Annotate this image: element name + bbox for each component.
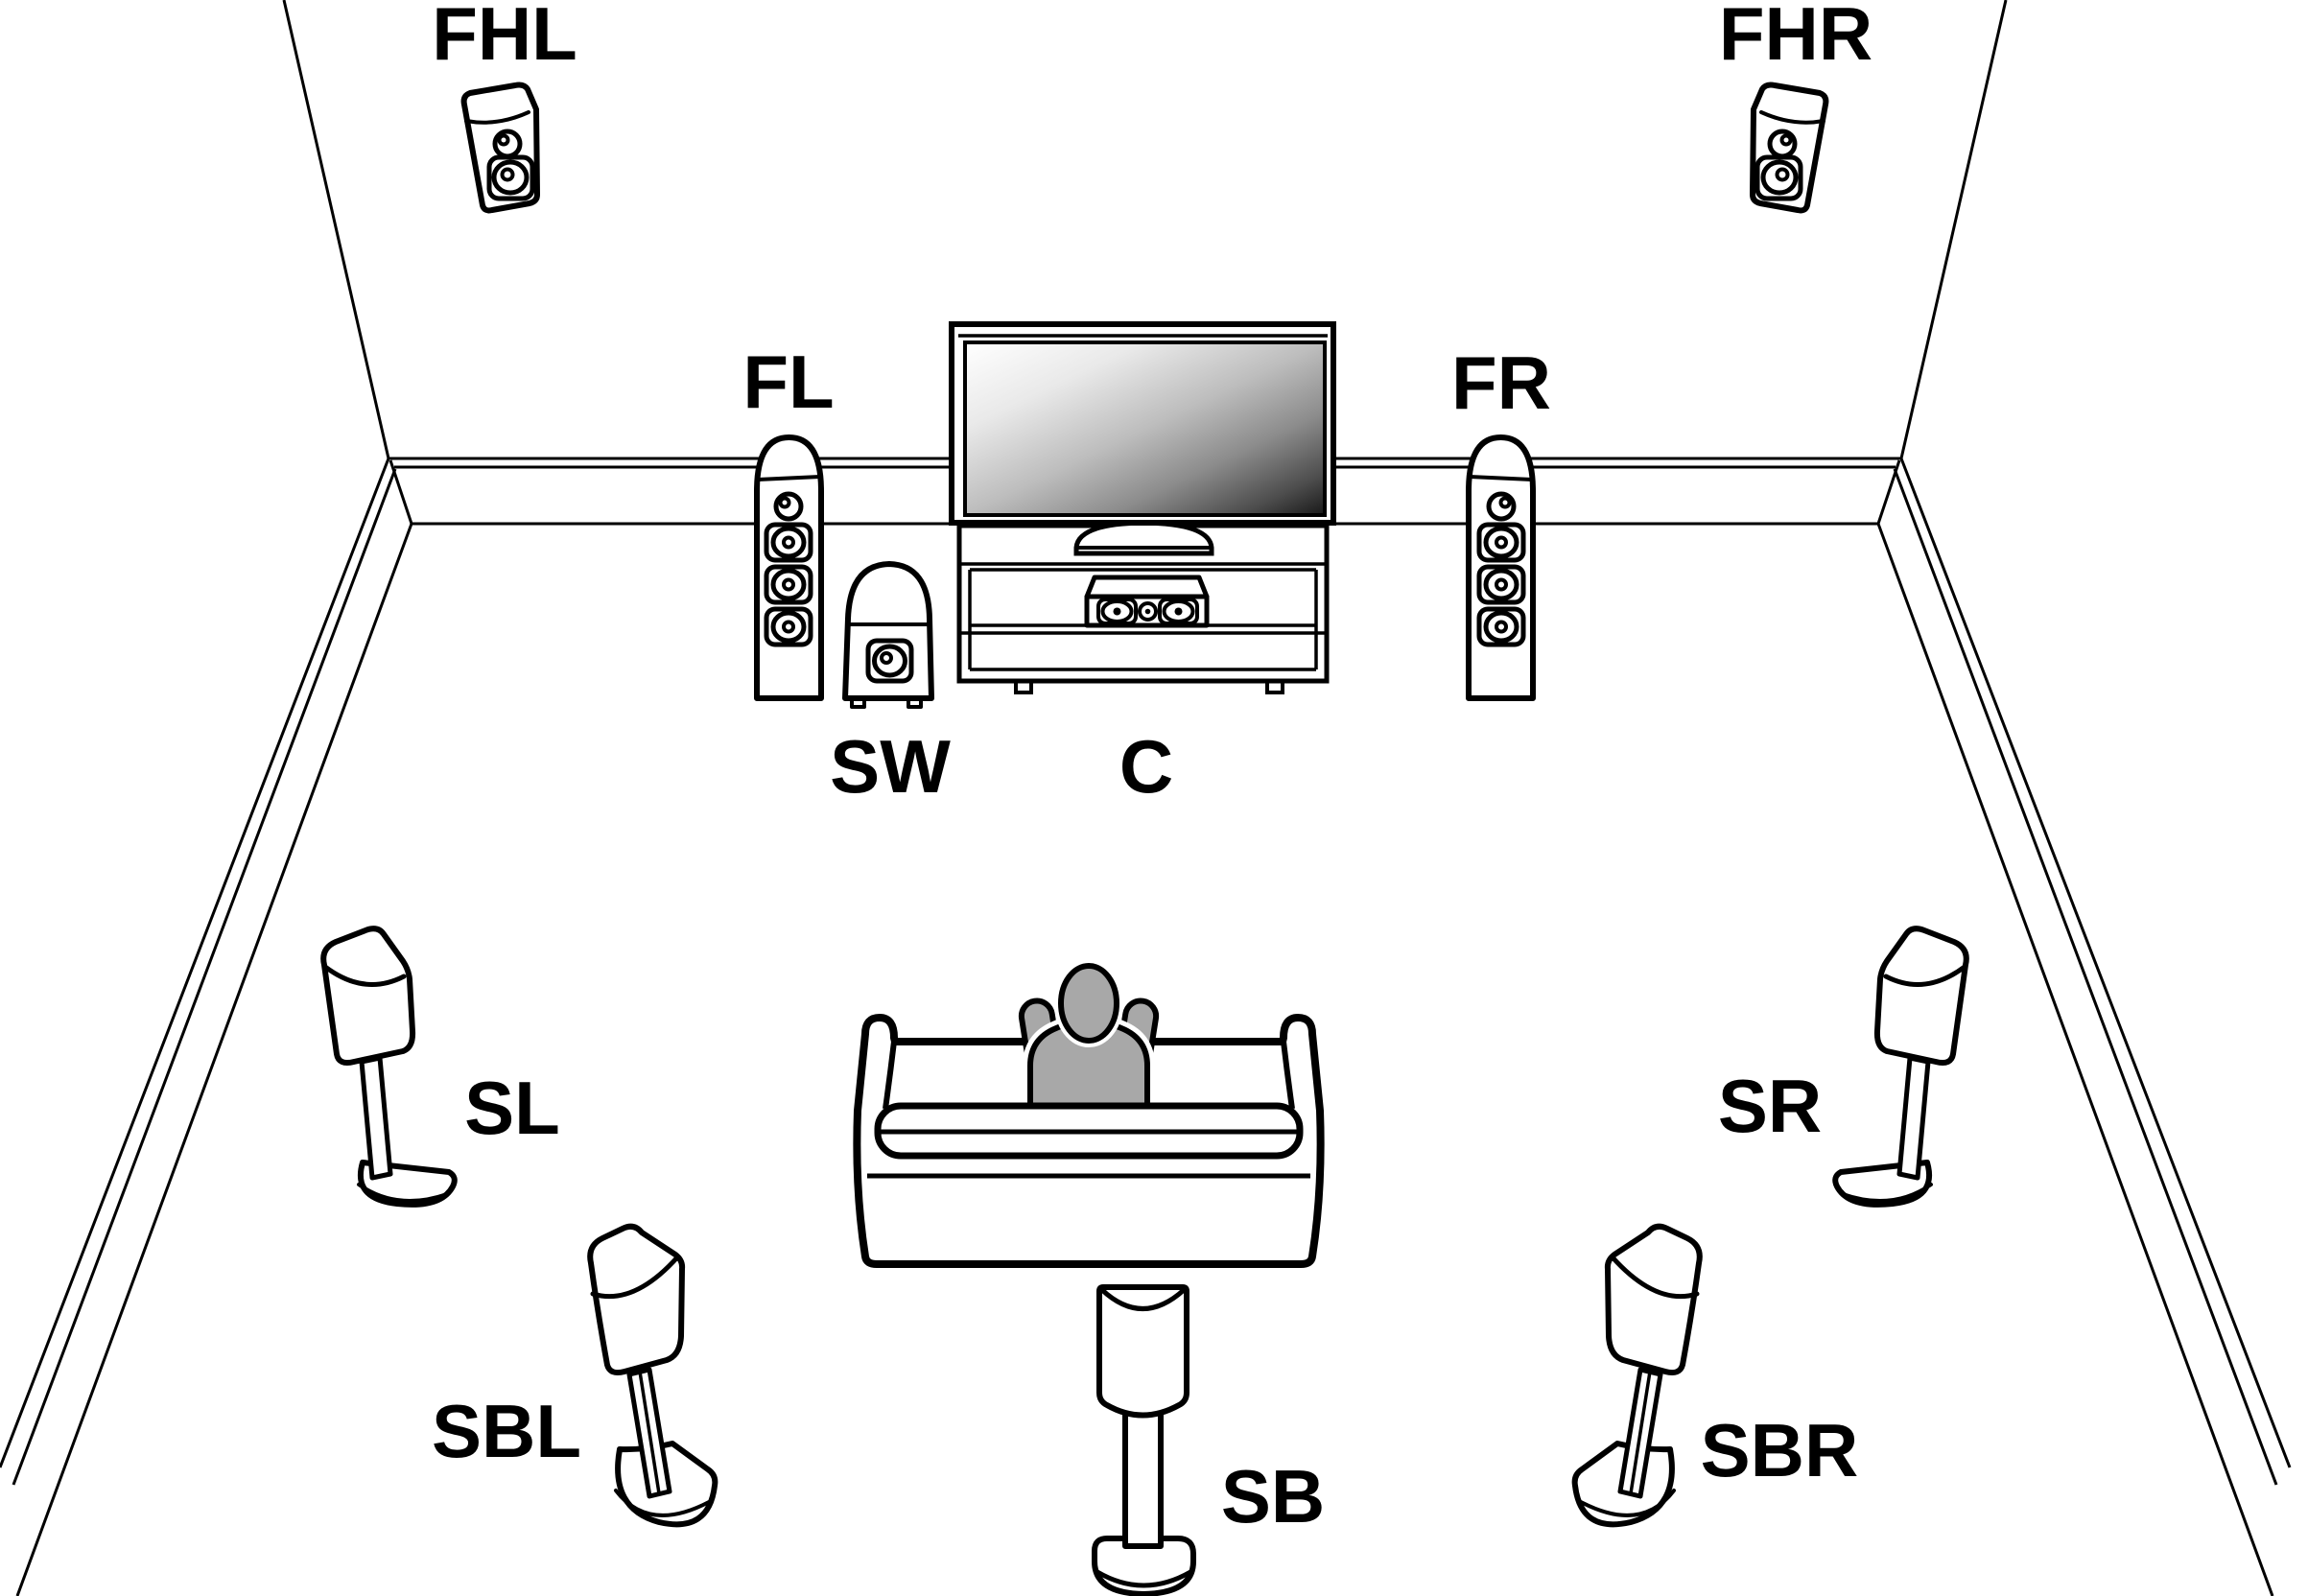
left-wall-baseboard-outer [0, 458, 390, 1468]
satellite-cabinet [587, 1223, 686, 1376]
stand-base-rim [614, 1489, 711, 1517]
label-fr: FR [1451, 340, 1551, 425]
cabinet-top-curve [322, 964, 407, 987]
woofer-hub [782, 620, 795, 634]
center-top-face [1084, 575, 1210, 599]
stand-base-rim [357, 1183, 449, 1204]
woofer-hub [500, 167, 515, 182]
front-left-tower-speaker-icon [754, 434, 824, 701]
surround-left-speaker-icon [320, 926, 458, 1208]
tweeter-dot [778, 496, 791, 509]
person-head [1058, 963, 1119, 1044]
cabinet-top-curve [1099, 1287, 1187, 1311]
front-height-left-speaker-icon [460, 82, 540, 214]
woofer-hub [782, 577, 795, 592]
stand-base-rim [1095, 1569, 1193, 1588]
woofer-hub [880, 651, 893, 665]
stand-pole [1122, 1397, 1164, 1549]
left-wall-corner-line [282, 0, 390, 459]
label-sbr: SBR [1701, 1408, 1859, 1492]
listener-icon [1018, 959, 1160, 1116]
front-right-tower-speaker-icon [1469, 437, 1533, 698]
subwoofer-icon [842, 561, 934, 709]
sofa-icon [853, 959, 1325, 1268]
sofa-right-arm-inner [1281, 1041, 1295, 1110]
cabinet-top-curve [590, 1255, 680, 1300]
label-sbl: SBL [432, 1389, 581, 1473]
left-wall-baseboard-outer2 [12, 468, 397, 1486]
left-wall-baseboard-inner [15, 523, 413, 1596]
label-sw: SW [830, 724, 951, 809]
woofer-hub [782, 535, 795, 550]
satellite-cabinet [1096, 1284, 1189, 1419]
woofer-cone [770, 568, 807, 601]
tweeter-dot [1144, 608, 1151, 615]
label-sl: SL [464, 1066, 560, 1150]
tv-screen [963, 340, 1327, 517]
center-speaker-icon [1084, 575, 1210, 628]
label-sb: SB [1221, 1454, 1325, 1538]
stand-pole [359, 1055, 393, 1181]
woofer-hub [1174, 607, 1183, 616]
right-wall-baseboard-inner [1876, 523, 2274, 1596]
surround-back-speaker-icon [1092, 1284, 1196, 1596]
front-height-right-speaker-icon [1753, 85, 1825, 211]
label-fl: FL [742, 340, 834, 424]
label-fhl: FHL [432, 0, 577, 76]
woofer-cone [770, 610, 807, 644]
woofer-cone [770, 526, 807, 559]
label-c: C [1119, 724, 1173, 809]
tower-top-line [756, 475, 822, 481]
right-wall-baseboard-outer [1899, 458, 2292, 1468]
surround-back-left-speaker-icon [587, 1223, 718, 1528]
right-wall-baseboard-outer2 [1893, 468, 2278, 1486]
channel-labels: FHL FHR FL FR SW C SL SR SBL SBR SB [432, 0, 1872, 1538]
label-fhr: FHR [1719, 0, 1872, 76]
woofer-hub [1113, 607, 1121, 616]
surround-back-right-speaker-icon [1575, 1227, 1700, 1525]
surround-right-speaker-icon [1835, 928, 1967, 1205]
tweeter-dot [497, 133, 510, 147]
stand-pole-edge [638, 1370, 661, 1495]
right-wall-corner-line [1899, 0, 2008, 459]
sofa-left-arm-inner [883, 1041, 897, 1110]
cabinet-top-edge [464, 110, 530, 125]
tv-icon [949, 321, 1336, 556]
satellite-cabinet [320, 926, 416, 1066]
label-sr: SR [1718, 1064, 1822, 1148]
